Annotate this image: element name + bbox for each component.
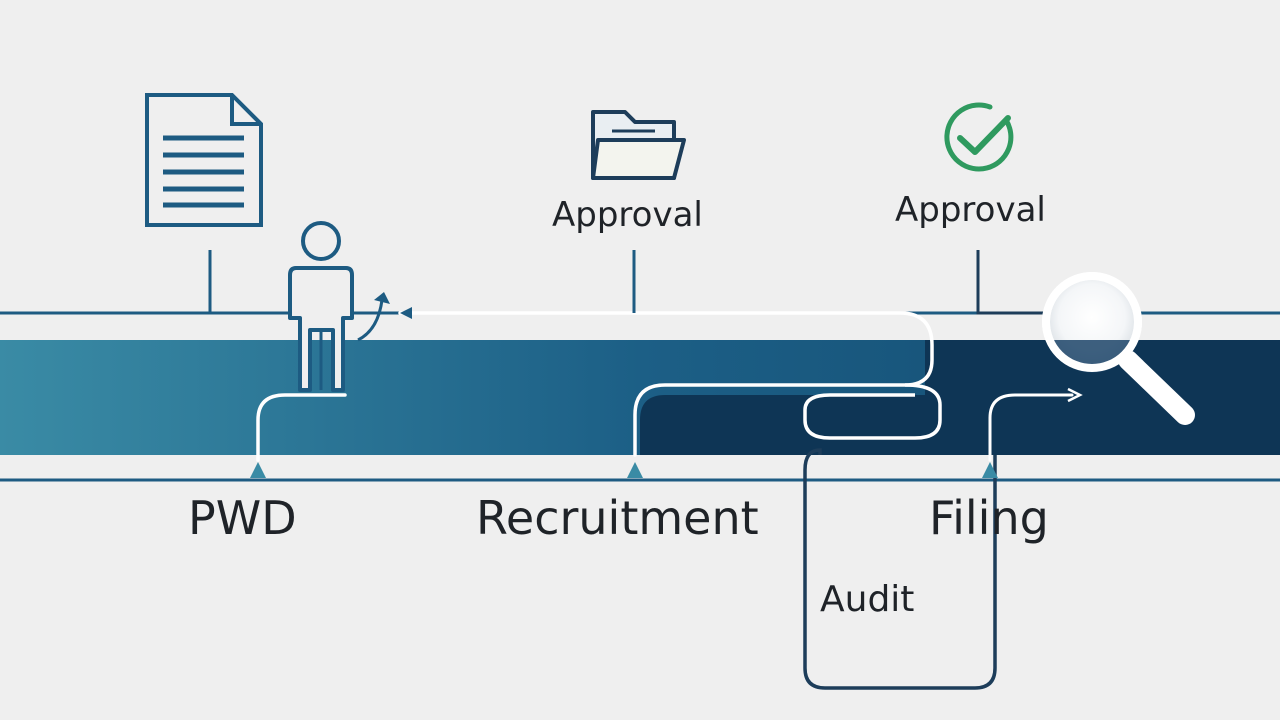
check-circle-icon	[944, 102, 1014, 172]
approval-label-1: Approval	[552, 195, 703, 235]
marker-recruitment	[627, 462, 643, 478]
phase-label-audit: Audit	[820, 579, 915, 620]
person-arrow	[357, 299, 384, 342]
flow-path-loop	[398, 311, 934, 457]
flow-path-filing	[988, 393, 1074, 462]
marker-filing	[982, 462, 998, 478]
phase-label-pwd: PWD	[188, 491, 297, 545]
person-arrow-head	[374, 292, 390, 304]
person-icon	[288, 221, 354, 392]
folder-icon	[591, 110, 686, 180]
approval-label-2: Approval	[895, 190, 1046, 230]
arrow-left-head	[400, 307, 412, 319]
flow-arrowhead-filing	[1067, 387, 1083, 403]
document-icon	[145, 93, 263, 227]
connector-approval-2	[976, 250, 1050, 315]
flow-path	[256, 393, 347, 462]
flow-path-audit	[803, 383, 942, 440]
phase-label-filing: Filing	[929, 491, 1049, 545]
marker-pwd	[250, 462, 266, 478]
phase-label-recruitment: Recruitment	[476, 491, 759, 545]
magnifier-icon	[1042, 272, 1195, 425]
audit-loop	[803, 448, 997, 690]
